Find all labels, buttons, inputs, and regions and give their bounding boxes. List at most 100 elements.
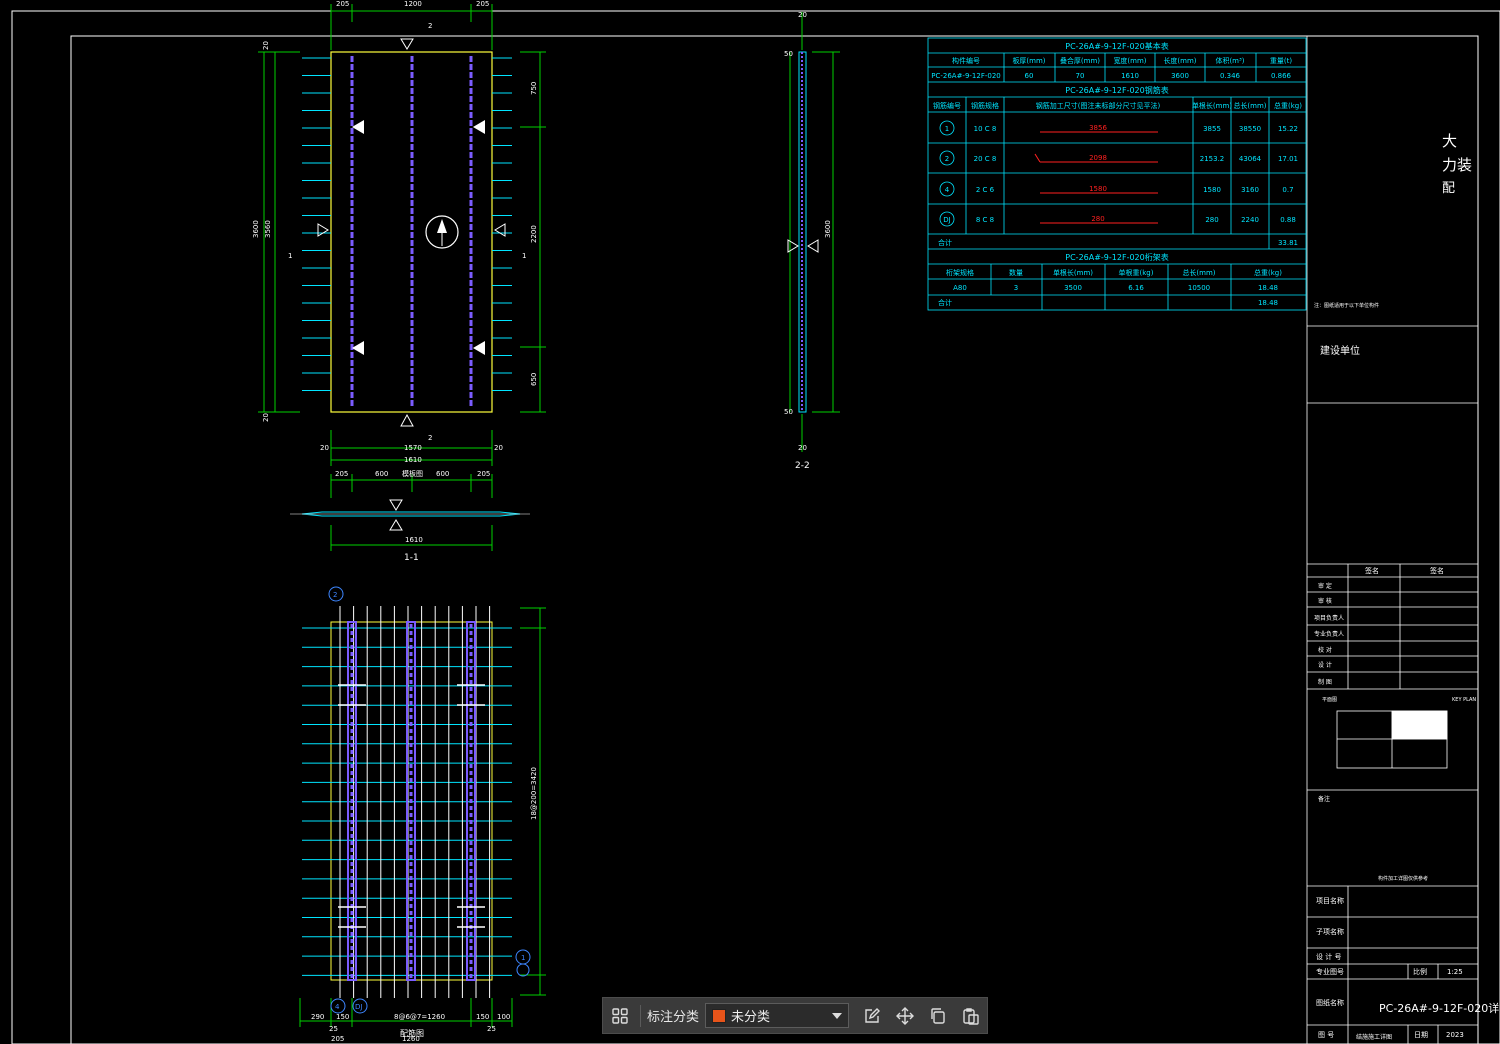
rebar-trusses	[347, 621, 476, 981]
table-header: 总重(kg)	[1254, 268, 1282, 277]
plan-view[interactable]: 205 1200 205 2 2 1 1 3600 3560 750 2200 …	[252, 0, 546, 466]
table-cell: 0.7	[1282, 186, 1293, 194]
table-cell: 3160	[1241, 186, 1259, 194]
table-cell: 43064	[1239, 155, 1262, 163]
move-icon[interactable]	[888, 999, 921, 1033]
dim-text: 205	[336, 0, 349, 8]
table-cell: 18.48	[1258, 284, 1278, 292]
section-mark: 1	[288, 252, 292, 260]
edit-icon[interactable]	[855, 999, 888, 1033]
dim-text: 650	[530, 373, 538, 386]
table-header: 单根长(mm)	[1053, 268, 1093, 277]
table-header: 单根重(kg)	[1119, 268, 1154, 277]
table-cell: 10 C 8	[974, 125, 997, 133]
sign-row: 制 图	[1318, 678, 1332, 686]
sign-row: 校 对	[1318, 646, 1332, 654]
table-cell: 18.48	[1258, 299, 1278, 307]
dim-text: 3600	[824, 220, 832, 238]
table-cell: 15.22	[1278, 125, 1298, 133]
row-label: 子项名称	[1316, 927, 1344, 936]
table-cell: 3	[1014, 284, 1018, 292]
plan-slab-outline	[330, 51, 493, 413]
table-cell: 20 C 8	[974, 155, 997, 163]
rebar-dimension-lines	[299, 607, 546, 1027]
dim-text: 1570	[404, 444, 422, 452]
table-header: 叠合厚(mm)	[1060, 56, 1100, 65]
side-dimension-lines	[789, 12, 840, 452]
rebar-id: 2	[945, 155, 949, 163]
company-char: 配	[1442, 181, 1455, 196]
rebar-mark-texts: 2 1 4 DJ	[333, 591, 525, 1011]
construction-unit: 建设单位	[1320, 344, 1360, 357]
dim-text: 1610	[405, 536, 423, 544]
grid-icon[interactable]	[603, 999, 636, 1033]
section-triangle	[389, 519, 403, 531]
section-1-1[interactable]: 模板图 205 600 600 205 1610 1-1	[290, 469, 530, 563]
inner-frame	[70, 35, 1479, 1044]
truss-outline	[406, 621, 416, 981]
sign-row: 审 核	[1318, 597, 1332, 605]
table-cell: 8 C 8	[976, 216, 994, 224]
table-cell: 280	[1205, 216, 1218, 224]
chevron-down-icon	[832, 1012, 843, 1019]
sign-row: 项目负责人	[1314, 614, 1344, 622]
table-cell: 60	[1025, 72, 1034, 80]
rebar-plan[interactable]: 18@200=3420 290 150 8@6@7=1260 150 100 2…	[299, 586, 546, 1043]
sign-row: 专业负责人	[1314, 630, 1344, 638]
date-value: 2023	[1446, 1031, 1464, 1039]
strip-texts: 模板图 205 600 600 205 1610 1-1	[335, 469, 490, 563]
lifting-point-markers	[352, 120, 485, 355]
dim-text: 20	[798, 444, 807, 452]
dim-text: 2200	[530, 225, 538, 243]
notice-text: 注：图纸适用于以下单位构件	[1314, 302, 1379, 309]
table-cell: 10500	[1188, 284, 1210, 292]
number-label: 图 号	[1318, 1031, 1334, 1039]
dim-text: 20	[262, 41, 270, 50]
dim-text: 1200	[404, 0, 422, 8]
paste-icon[interactable]	[954, 999, 987, 1033]
dim-text: 205	[477, 470, 490, 478]
strip-dimension-lines	[330, 474, 493, 551]
rebar-mark: DJ	[355, 1003, 362, 1011]
table-cell: 17.01	[1278, 155, 1298, 163]
dim-text: 8@6@7=1260	[394, 1013, 445, 1021]
category-dropdown[interactable]: 未分类	[704, 1003, 850, 1028]
table-cell: 合计	[938, 238, 952, 247]
plan-dimension-texts: 205 1200 205 2 2 1 1 3600 3560 750 2200 …	[252, 0, 538, 464]
dim-text: 18@200=3420	[530, 767, 538, 820]
table-header: 钢筋规格	[971, 101, 999, 110]
section-triangles	[317, 38, 506, 427]
table-cell: 6.16	[1128, 284, 1144, 292]
truss-outline	[466, 621, 476, 981]
row-label: 项目名称	[1316, 896, 1344, 905]
section-mark: 2	[428, 434, 432, 442]
rebar-mark-circles	[328, 586, 531, 1014]
side-view-2-2[interactable]: 20 50 3600 50 20 2-2	[784, 11, 840, 471]
table-header: 总长(mm)	[1182, 268, 1215, 277]
table-header: 钢筋加工尺寸(图注未标部分尺寸见平法)	[1036, 101, 1161, 110]
schedule-texts: PC-26A#-9-12F-020基本表 构件编号 板厚(mm) 叠合厚(mm)…	[931, 41, 1302, 307]
table-cell: 0.346	[1220, 72, 1241, 80]
copy-icon[interactable]	[921, 999, 954, 1033]
table-cell: 2240	[1241, 216, 1259, 224]
table-header: 钢筋编号	[933, 101, 961, 110]
table-cell: 3600	[1171, 72, 1189, 80]
truss-outline	[347, 621, 357, 981]
rebar-extra-bars	[338, 684, 485, 928]
scale-value: 1:25	[1447, 968, 1463, 976]
table-header: 总长(mm)	[1233, 101, 1266, 110]
section-mark: 2	[428, 22, 432, 30]
table-header: 总重(kg)	[1274, 101, 1302, 110]
title-block[interactable]	[1306, 36, 1478, 1044]
rebar-id: DJ	[943, 216, 950, 224]
table-header: 单根长(mm)	[1192, 101, 1232, 110]
table-header: 数量	[1009, 268, 1023, 277]
table-cell: 1580	[1203, 186, 1221, 194]
schedule-tables[interactable]	[927, 37, 1307, 311]
dim-text: 20	[262, 413, 270, 422]
table-header: 宽度(mm)	[1113, 56, 1146, 65]
annotation-toolbar: 标注分类 未分类	[602, 997, 988, 1034]
dim-text: 205	[331, 1035, 344, 1043]
section-mark: 1	[522, 252, 526, 260]
